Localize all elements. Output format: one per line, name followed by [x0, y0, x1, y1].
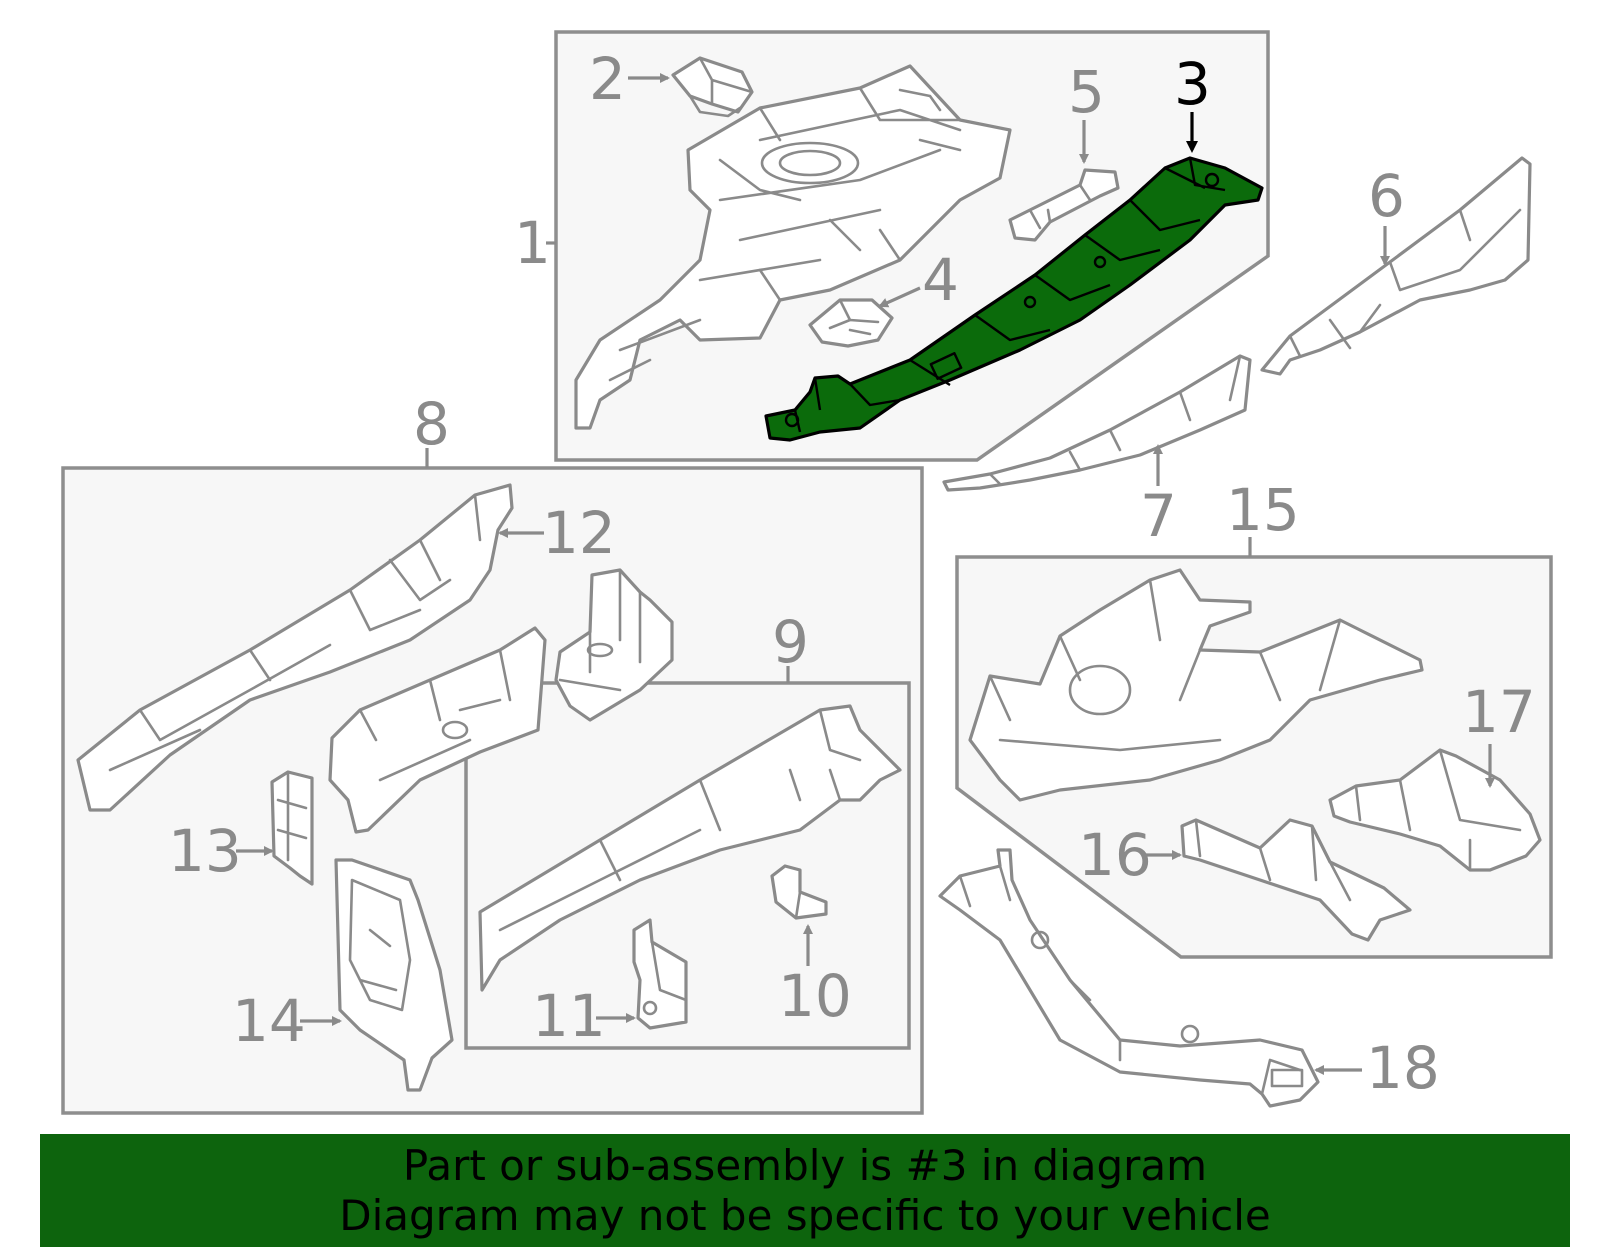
callout-5[interactable]: 5: [1068, 58, 1105, 126]
part-3[interactable]: [764, 156, 1264, 442]
callout-10[interactable]: 10: [778, 962, 852, 1030]
callout-12[interactable]: 12: [542, 499, 616, 567]
callout-2[interactable]: 2: [589, 45, 626, 113]
part-4[interactable]: [808, 298, 894, 348]
callout-4[interactable]: 4: [922, 246, 959, 314]
callout-9[interactable]: 9: [772, 608, 809, 676]
part-5[interactable]: [1008, 168, 1120, 242]
part-13[interactable]: [270, 770, 314, 886]
callout-7[interactable]: 7: [1140, 482, 1177, 550]
callout-1[interactable]: 1: [514, 209, 551, 277]
callout-8[interactable]: 8: [413, 390, 450, 458]
banner-line-1: Part or sub-assembly is #3 in diagram: [402, 1140, 1208, 1190]
part-15[interactable]: [968, 568, 1424, 802]
part-7[interactable]: [942, 354, 1252, 492]
part-9[interactable]: [478, 704, 902, 992]
part-2[interactable]: [671, 56, 754, 118]
part-10[interactable]: [770, 864, 828, 920]
callout-14[interactable]: 14: [232, 987, 306, 1055]
part-12[interactable]: [76, 483, 514, 812]
callout-13[interactable]: 13: [168, 817, 242, 885]
part-18[interactable]: [938, 848, 1320, 1108]
callout-3[interactable]: 3: [1174, 50, 1211, 118]
callout-16[interactable]: 16: [1078, 821, 1152, 889]
arrow-4: [878, 286, 921, 308]
callout-18[interactable]: 18: [1366, 1034, 1440, 1102]
info-banner: Part or sub-assembly is #3 in diagram Di…: [40, 1134, 1570, 1247]
part-6[interactable]: [1260, 156, 1532, 376]
callout-15[interactable]: 15: [1226, 476, 1300, 544]
callout-17[interactable]: 17: [1462, 678, 1536, 746]
part-16[interactable]: [1180, 818, 1412, 942]
banner-line-2: Diagram may not be specific to your vehi…: [339, 1190, 1271, 1240]
part-1[interactable]: [574, 64, 1012, 430]
callout-6[interactable]: 6: [1368, 162, 1405, 230]
part-14[interactable]: [334, 858, 454, 1092]
part-unlabeled-b[interactable]: [554, 568, 674, 722]
callout-11[interactable]: 11: [532, 982, 606, 1050]
part-unlabeled-a[interactable]: [328, 626, 547, 834]
part-11[interactable]: [632, 918, 688, 1030]
